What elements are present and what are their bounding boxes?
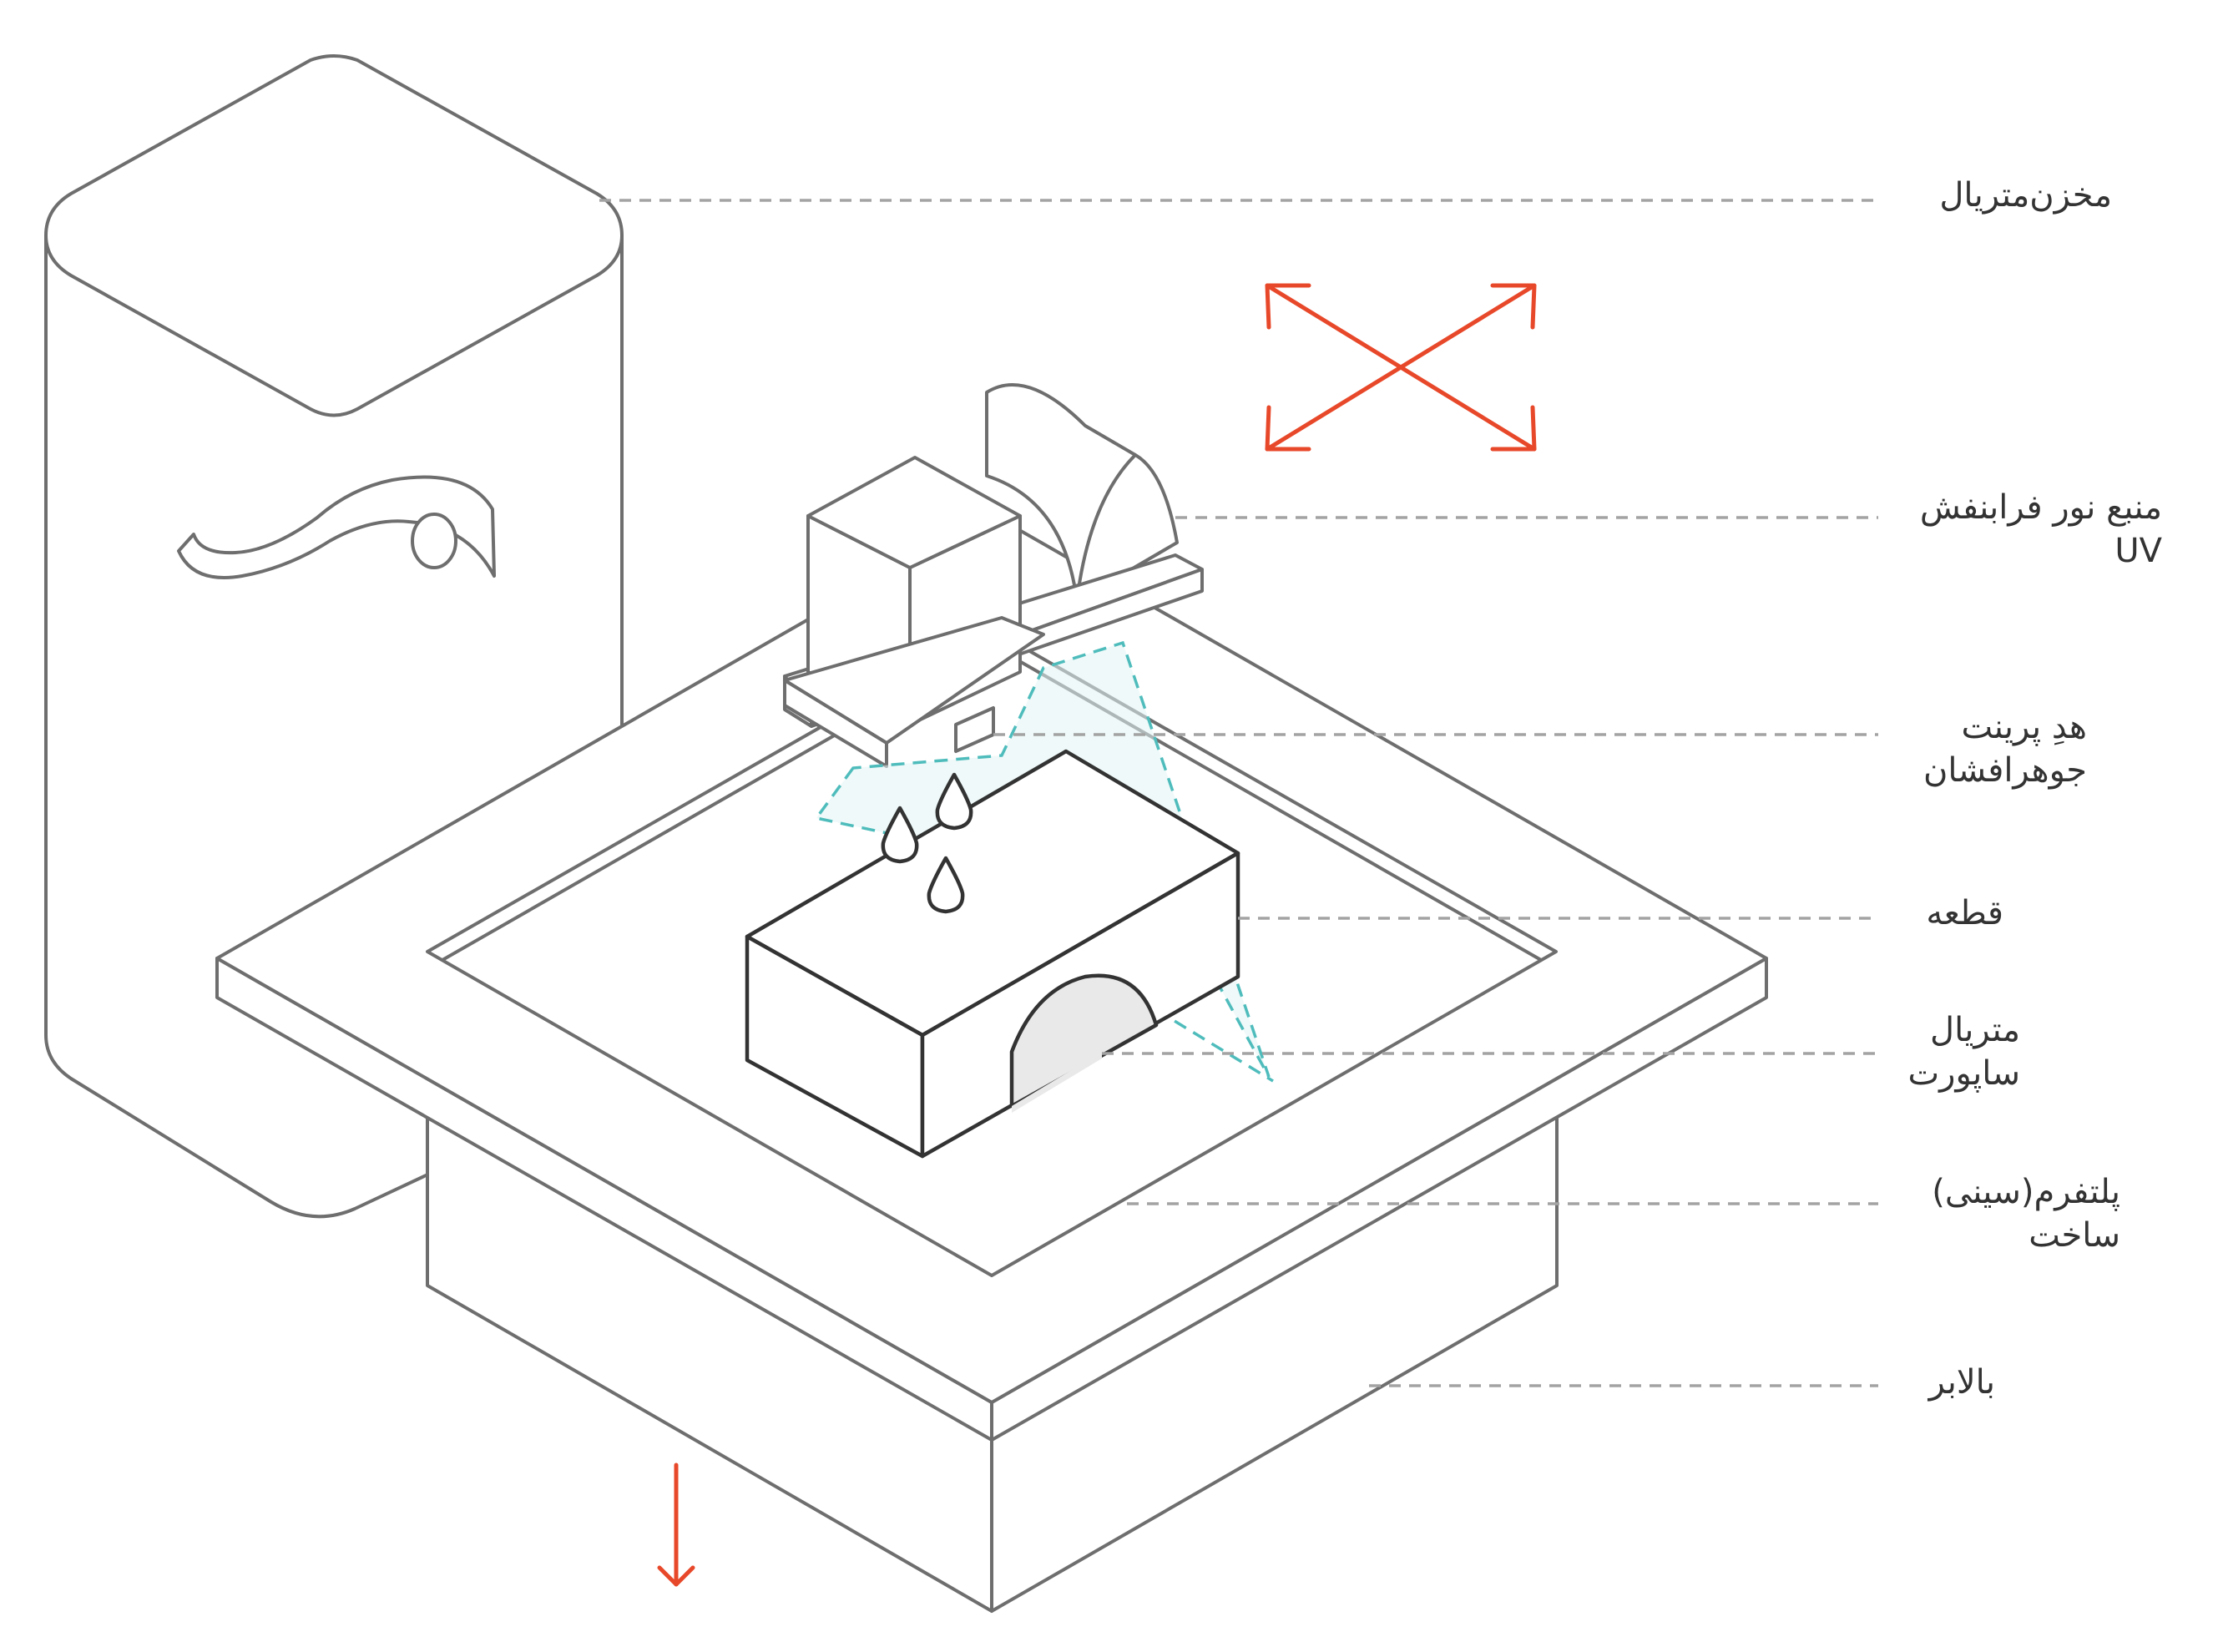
- xy-arrowhead-bottom-right: [1490, 405, 1537, 452]
- support-material: [1009, 973, 1159, 1109]
- label-part-line: قطعه: [1926, 894, 2003, 932]
- label-elevator-line: بالابر: [1928, 1363, 1995, 1402]
- droplet-1: [935, 772, 973, 831]
- reservoir-top: [44, 54, 624, 417]
- support-shadow: [1012, 1052, 1102, 1113]
- pipe-nozzle: [411, 513, 457, 569]
- uv-lamp-housing: [985, 383, 1179, 603]
- label-platform-line-1: پلتفرم(سینی): [1932, 1173, 2120, 1211]
- label-platform: پلتفرم(سینی) ساخت: [1895, 1170, 2120, 1257]
- print-head-top: [806, 456, 1022, 569]
- xy-arrow-line-2: [1265, 283, 1537, 452]
- uv-beam-edge: [1167, 892, 1274, 1083]
- label-uv-source: منبع نور فرابنفش UV: [1895, 486, 2162, 573]
- label-support-line-2: ساپورت: [1907, 1054, 2020, 1093]
- label-print-head: هدِ پرینت جوهرافشان: [1895, 705, 2087, 792]
- label-support: متریال ساپورت: [1895, 1008, 2020, 1095]
- leader-lines: [599, 199, 1878, 1387]
- droplet-3: [927, 856, 965, 914]
- z-arrow-head: [657, 1565, 695, 1587]
- print-head: [783, 456, 1045, 768]
- xy-arrowhead-bottom-left: [1265, 405, 1311, 452]
- part: [745, 749, 1240, 1159]
- xy-motion-arrows: [1265, 283, 1537, 452]
- label-uv-source-line-1: منبع نور فرابنفش: [1919, 488, 2162, 527]
- label-print-head-line-1: هدِ پرینت: [1961, 708, 2088, 746]
- feed-pipe: [177, 475, 496, 579]
- pipe-tube: [177, 475, 496, 579]
- label-support-line-1: متریال: [1930, 1011, 2020, 1049]
- label-uv-source-line-2: UV: [2114, 532, 2162, 570]
- uv-lamp-curve: [1075, 453, 1137, 603]
- label-reservoir: مخزن‌متریال: [1895, 174, 2112, 217]
- z-motion-arrow: [657, 1463, 695, 1587]
- xy-arrowhead-top-right: [1490, 283, 1537, 330]
- droplet-2: [881, 806, 919, 864]
- label-print-head-line-2: جوهرافشان: [1922, 751, 2087, 790]
- label-platform-line-2: ساخت: [2029, 1216, 2120, 1255]
- label-elevator: بالابر: [1895, 1361, 1995, 1404]
- uv-lamp: [985, 383, 1179, 603]
- label-part: قطعه: [1895, 892, 2003, 935]
- label-reservoir-line: مخزن‌متریال: [1939, 176, 2112, 215]
- xy-arrowhead-top-left: [1265, 283, 1311, 330]
